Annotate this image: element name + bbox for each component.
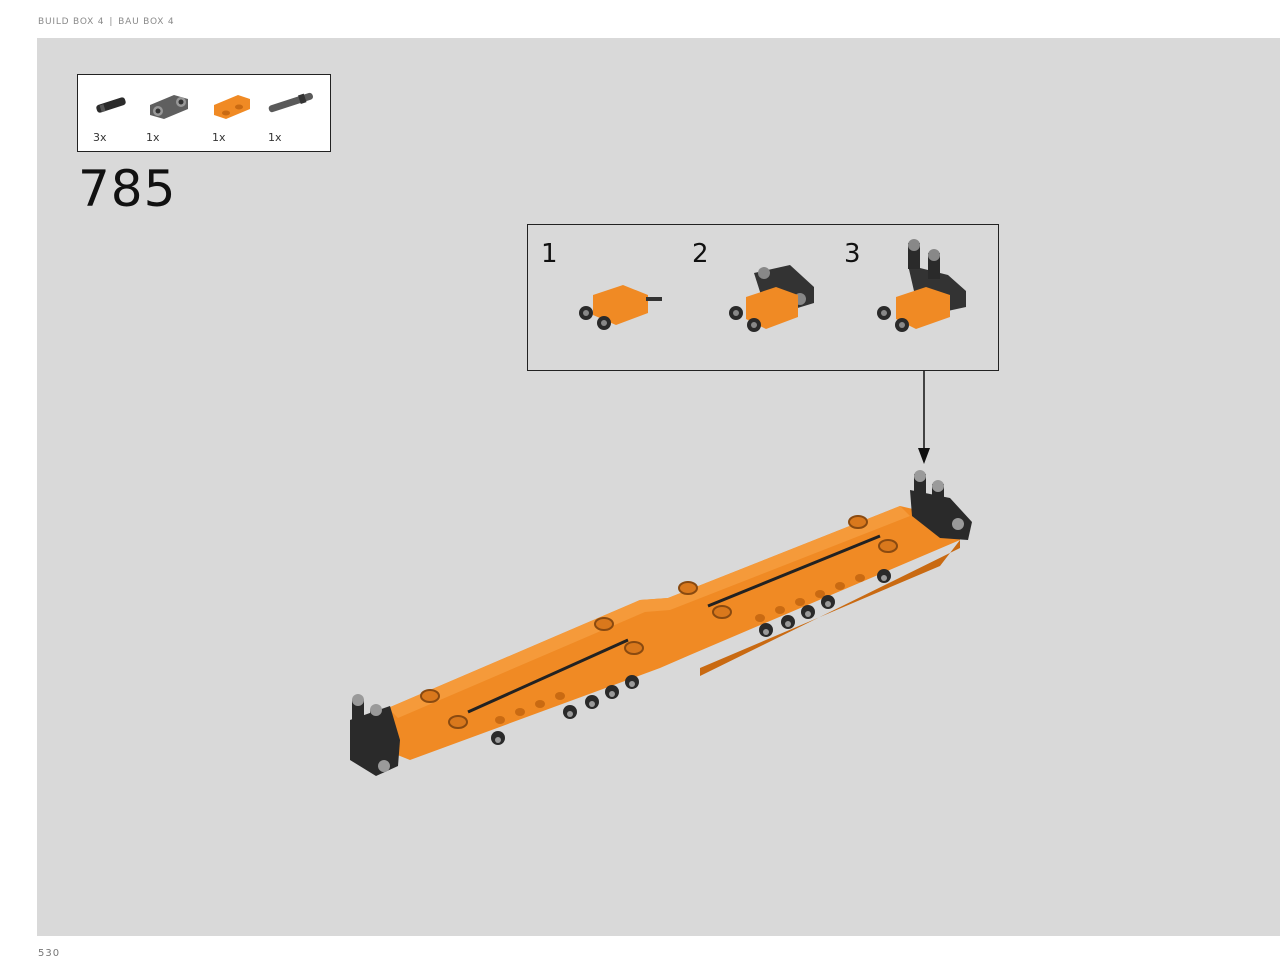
build-box-label: BUILD BOX 4 bbox=[38, 17, 105, 27]
orange-beam-icon bbox=[214, 95, 250, 119]
left-end-connector bbox=[350, 694, 400, 776]
part-orange-beam: 1x bbox=[210, 83, 260, 147]
axle-pin-icon bbox=[268, 92, 314, 113]
right-end-connector bbox=[910, 470, 972, 540]
part-qty: 3x bbox=[93, 131, 107, 144]
page-header: BUILD BOX 4|BAU BOX 4 bbox=[38, 17, 175, 27]
step-number: 785 bbox=[78, 160, 177, 218]
part-axle-pin: 1x bbox=[264, 83, 314, 147]
part-qty: 1x bbox=[268, 131, 282, 144]
parts-callout: 3x 1x 1x 1x bbox=[77, 74, 331, 152]
substeps-illustration bbox=[579, 239, 966, 332]
substep-2-assembly bbox=[729, 265, 814, 332]
substep-number: 3 bbox=[844, 239, 861, 269]
orange-beam-assembly bbox=[380, 506, 960, 760]
placement-arrow bbox=[918, 371, 930, 464]
substep-1-assembly bbox=[579, 285, 662, 330]
substep-3-assembly bbox=[877, 239, 966, 332]
part-cross-block: 1x bbox=[144, 83, 194, 147]
page-number: 530 bbox=[38, 948, 61, 959]
substep-number: 1 bbox=[541, 239, 558, 269]
substeps-callout: 1 2 3 bbox=[527, 224, 999, 371]
part-connector-pin: 3x bbox=[90, 83, 140, 147]
substep-number: 2 bbox=[692, 239, 709, 269]
part-qty: 1x bbox=[212, 131, 226, 144]
cross-block-icon bbox=[150, 95, 188, 119]
instruction-panel bbox=[37, 38, 1280, 936]
part-qty: 1x bbox=[146, 131, 160, 144]
connector-pin-icon bbox=[96, 97, 126, 113]
bau-box-label: BAU BOX 4 bbox=[118, 17, 175, 27]
